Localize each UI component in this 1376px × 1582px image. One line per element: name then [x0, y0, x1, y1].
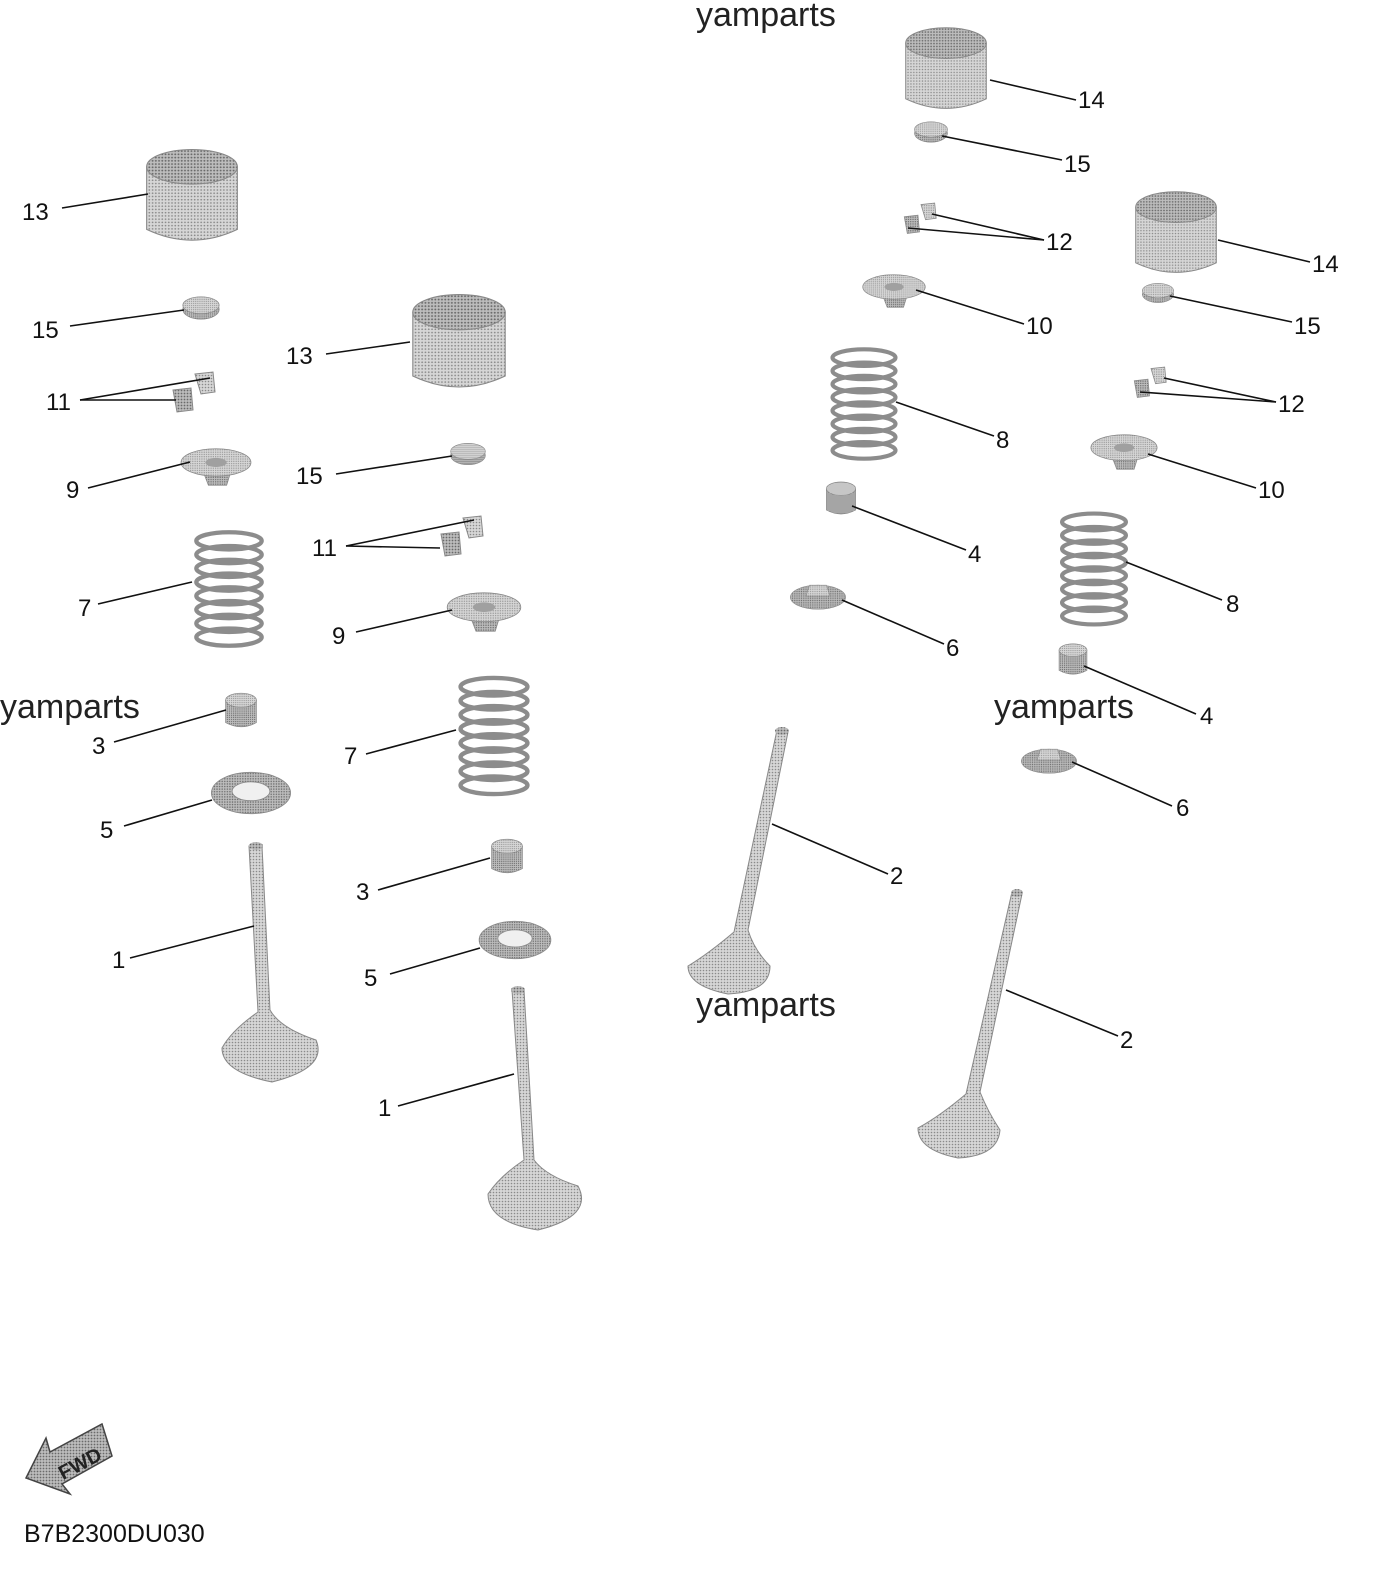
callout-9: 9	[66, 477, 79, 504]
spring-seat-6-b	[1021, 748, 1077, 774]
valve-stem-seal-3-b	[491, 838, 523, 874]
valve-retainer-10-a	[862, 274, 926, 308]
callout-10: 10	[1258, 477, 1285, 504]
callout-15: 15	[1294, 313, 1321, 340]
callout-1: 1	[112, 947, 125, 974]
valve-retainer-9-a	[180, 448, 252, 486]
callout-11: 11	[46, 389, 71, 416]
valve-pad-15-a	[182, 296, 220, 320]
callout-4: 4	[1200, 703, 1213, 730]
valve-spring-8-a	[833, 349, 896, 458]
callout-14: 14	[1312, 251, 1339, 278]
watermark: yamparts	[696, 0, 836, 34]
valve-lifter-14-a	[905, 27, 987, 109]
valve-spring-8-b	[1062, 514, 1126, 625]
callout-10: 10	[1026, 313, 1053, 340]
callout-6: 6	[1176, 795, 1189, 822]
valve-stem-seal-4-b	[1058, 643, 1088, 675]
callout-15: 15	[1064, 151, 1091, 178]
callout-12: 12	[1278, 391, 1305, 418]
callout-7: 7	[344, 743, 357, 770]
callout-3: 3	[356, 879, 369, 906]
valve-retainer-9-b	[446, 592, 522, 632]
callout-2: 2	[890, 863, 903, 890]
diagram-code: B7B2300DU030	[24, 1520, 205, 1548]
fwd-arrow-icon: FWD	[24, 1422, 113, 1496]
watermark: yamparts	[994, 688, 1134, 726]
callout-7: 7	[78, 595, 91, 622]
callout-14: 14	[1078, 87, 1105, 114]
callout-labels: 13 15 11 9 7 3 5 1 13 15 11 9 7 3 5 1 14…	[22, 87, 1339, 1122]
intake-valve-1-b	[487, 986, 583, 1231]
spring-seat-5-b	[478, 920, 552, 960]
valve-spring-7-b	[461, 678, 528, 794]
exhaust-valve-2-b	[917, 889, 1023, 1159]
watermark: yamparts	[0, 688, 140, 726]
valve-pad-15-c	[914, 121, 948, 143]
valve-stem-seal-3-a	[225, 692, 257, 728]
callout-12: 12	[1046, 229, 1073, 256]
valve-lifter-13-b	[412, 294, 506, 388]
exhaust-valve-2-a	[687, 727, 789, 995]
callout-1: 1	[378, 1095, 391, 1122]
intake-valve-1-a	[221, 842, 319, 1083]
callout-13: 13	[22, 199, 49, 226]
callout-9: 9	[332, 623, 345, 650]
valve-lifter-13-a	[146, 148, 238, 241]
callout-2: 2	[1120, 1027, 1133, 1054]
spring-seat-6-a	[790, 584, 846, 610]
callout-11: 11	[312, 535, 337, 562]
valve-pad-15-b	[450, 442, 486, 466]
valve-spring-7-a	[196, 532, 261, 646]
callout-3: 3	[92, 733, 105, 760]
valve-lifter-14-b	[1135, 191, 1217, 273]
callout-5: 5	[100, 817, 113, 844]
spring-seat-5-a	[210, 771, 292, 815]
callout-8: 8	[996, 427, 1009, 454]
valve-pad-15-d	[1142, 283, 1174, 303]
callout-5: 5	[364, 965, 377, 992]
valve-stem-seal-4-a	[825, 481, 857, 515]
leader-lines	[61, 79, 1311, 1107]
callout-15: 15	[32, 317, 59, 344]
valve-retainer-10-b	[1090, 434, 1158, 470]
callout-15: 15	[296, 463, 323, 490]
watermark: yamparts	[696, 986, 836, 1024]
callout-8: 8	[1226, 591, 1239, 618]
callout-13: 13	[286, 343, 313, 370]
callout-6: 6	[946, 635, 959, 662]
callout-4: 4	[968, 541, 981, 568]
